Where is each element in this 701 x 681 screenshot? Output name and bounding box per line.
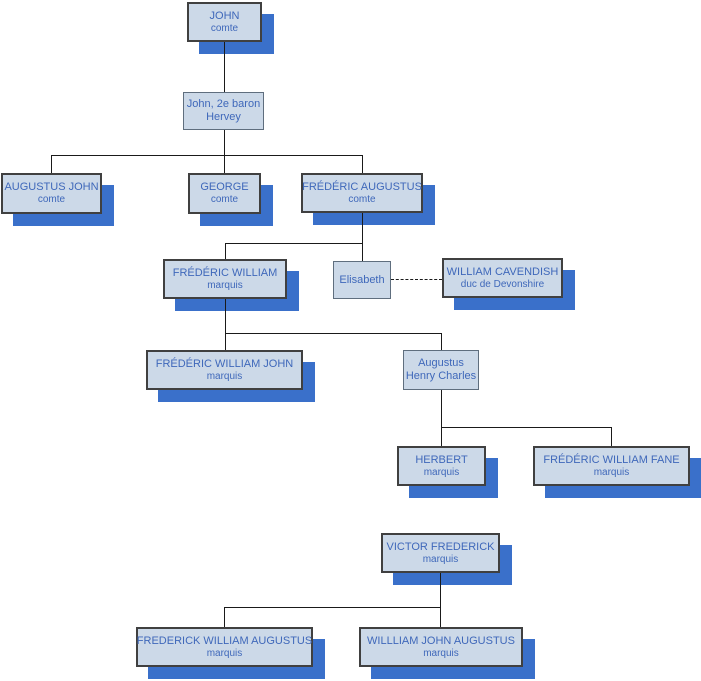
person-title: comte [210, 22, 239, 34]
connector-line [225, 333, 441, 334]
connector-line [441, 390, 442, 446]
person-name: VICTOR FREDERICK [386, 540, 495, 553]
person-title: marquis [206, 647, 243, 659]
person-title: marquis [423, 647, 459, 659]
person-name: JOHN [209, 9, 240, 22]
person-name: FRÉDÉRIC AUGUSTUS [302, 180, 422, 193]
person-title: marquis [593, 466, 630, 478]
connector-line [224, 42, 225, 92]
person-title: comte [37, 194, 66, 205]
connector-line [441, 333, 442, 350]
person-name: John, 2e baron [186, 98, 261, 110]
node-elisabeth: Elisabeth [333, 261, 391, 299]
connector-line [362, 155, 363, 173]
connector-line [225, 299, 226, 350]
connector-line [362, 213, 363, 261]
person-name: Augustus [418, 357, 464, 369]
person-name: FRÉDÉRIC WILLIAM JOHN [155, 357, 294, 370]
person-name: HERBERT [415, 453, 468, 466]
connector-line [225, 243, 362, 244]
person-name-line2: Henry Charles [405, 370, 477, 382]
person-name: AUGUSTUS JOHN [4, 181, 99, 193]
connector-line [51, 155, 52, 173]
person-title: duc de Devonshire [460, 278, 545, 290]
connector-line [224, 607, 440, 608]
person-name: FREDERICK WILLIAM AUGUSTUS [136, 634, 313, 647]
person-title: marquis [422, 553, 459, 565]
person-title: comte [348, 193, 376, 205]
connector-line [224, 130, 225, 173]
connector-line [440, 573, 441, 627]
person-name: FRÉDÉRIC WILLIAM FANE [543, 453, 680, 466]
person-title: marquis [206, 370, 243, 382]
person-name: WILLLIAM JOHN AUGUSTUS [367, 634, 515, 647]
person-name: GEORGE [200, 181, 249, 193]
connector-line [225, 243, 226, 259]
person-title: comte [210, 194, 239, 205]
connector-line [51, 155, 362, 156]
person-name-line2: Hervey [206, 111, 241, 123]
person-name: WILLIAM CAVENDISH [446, 265, 559, 278]
person-title: marquis [423, 466, 460, 478]
person-title: marquis [207, 279, 243, 291]
person-name: Elisabeth [339, 273, 385, 286]
connector-line [224, 607, 225, 627]
connector-line [441, 427, 611, 428]
connector-line [611, 427, 612, 446]
person-name: FRÉDÉRIC WILLIAM [172, 266, 278, 279]
marriage-connector-dashed [391, 279, 442, 280]
